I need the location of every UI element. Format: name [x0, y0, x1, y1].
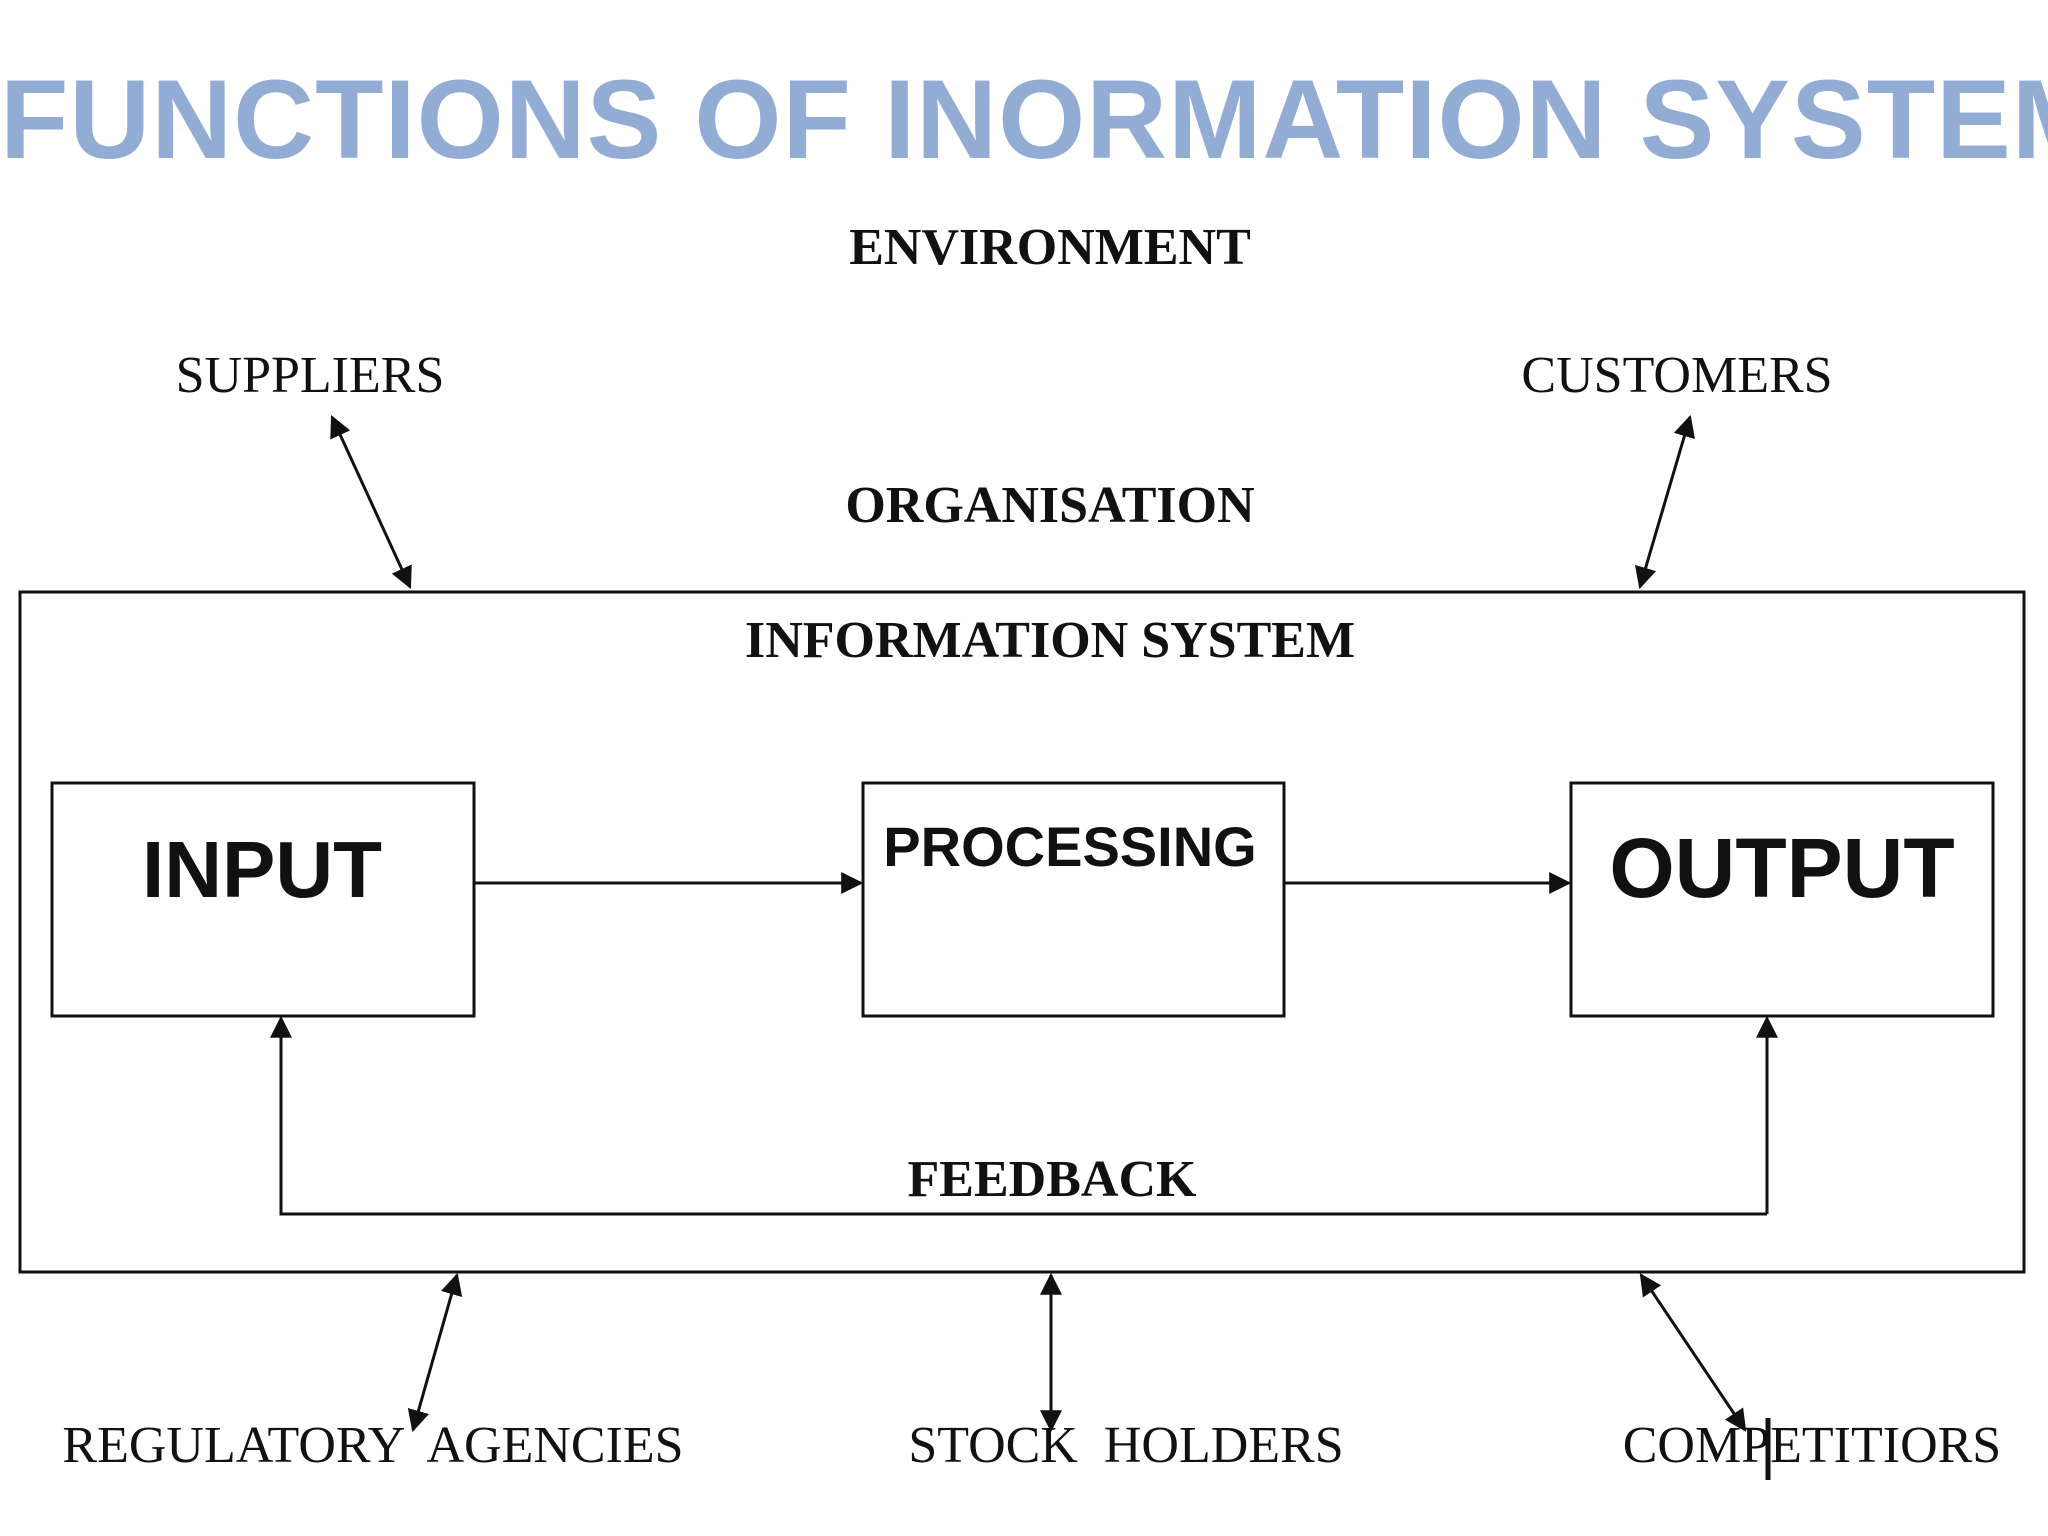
processing-box	[861, 781, 1286, 1018]
customers-label: CUSTOMERS	[1521, 347, 1832, 404]
organisation-label: ORGANISATION	[845, 477, 1254, 534]
customers-arrow	[1635, 414, 1695, 590]
output-box	[1569, 781, 1995, 1018]
feedback-loop-arrow	[270, 1015, 1767, 1216]
competitors-label: COMPETITIORS	[1623, 1417, 2001, 1474]
information-system-label: INFORMATION SYSTEM	[745, 612, 1355, 669]
input-label: INPUT	[142, 825, 382, 914]
suppliers-label: SUPPLIERS	[176, 347, 445, 404]
slide-title: FUNCTIONS OF INORMATION SYSTEM	[0, 57, 2048, 182]
output-label: OUTPUT	[1609, 821, 1954, 915]
regulatory-agencies-label: REGULATORY AGENCIES	[62, 1417, 683, 1474]
competitors-arrow	[1639, 1273, 1747, 1432]
suppliers-arrow	[330, 415, 412, 589]
information-system-boundary	[18, 590, 2026, 1274]
stock-holders-label: STOCK HOLDERS	[908, 1417, 1343, 1474]
input-box	[50, 781, 476, 1018]
environment-label: ENVIRONMENT	[849, 219, 1251, 276]
feedback-label: FEEDBACK	[908, 1151, 1197, 1208]
processing-label: PROCESSING	[883, 815, 1256, 878]
regulatory-agencies-arrow	[407, 1272, 463, 1433]
